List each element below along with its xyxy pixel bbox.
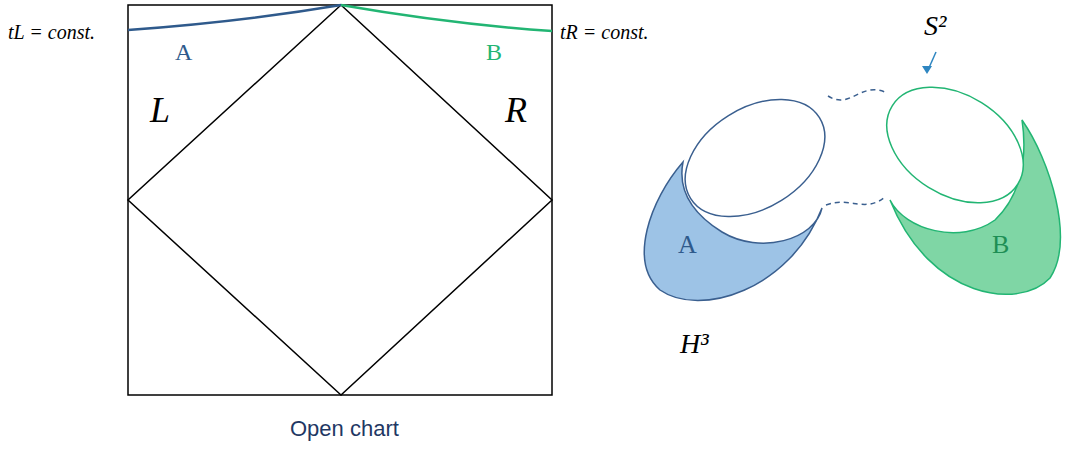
time-slice-label: tL = const.	[8, 22, 95, 42]
throat-line	[826, 196, 886, 205]
leader-arrowhead	[922, 66, 932, 74]
time-slice-label: tR = const.	[560, 22, 649, 42]
region-label: B	[486, 40, 502, 64]
boundary-a	[664, 75, 846, 240]
space-label: S²	[924, 12, 946, 40]
slice-b	[341, 5, 552, 31]
diagram-frame	[128, 5, 552, 395]
space-label: H³	[680, 330, 709, 358]
throat-line	[828, 90, 885, 100]
region-label: A	[175, 40, 192, 64]
region-label: L	[150, 92, 170, 128]
region-label: B	[992, 232, 1009, 258]
boundary-b	[866, 63, 1045, 226]
caption-label: Open chart	[290, 418, 399, 440]
slice-a	[128, 5, 341, 30]
light-cone-lines	[128, 5, 552, 395]
region-label: R	[505, 92, 527, 128]
region-label: A	[678, 232, 697, 258]
